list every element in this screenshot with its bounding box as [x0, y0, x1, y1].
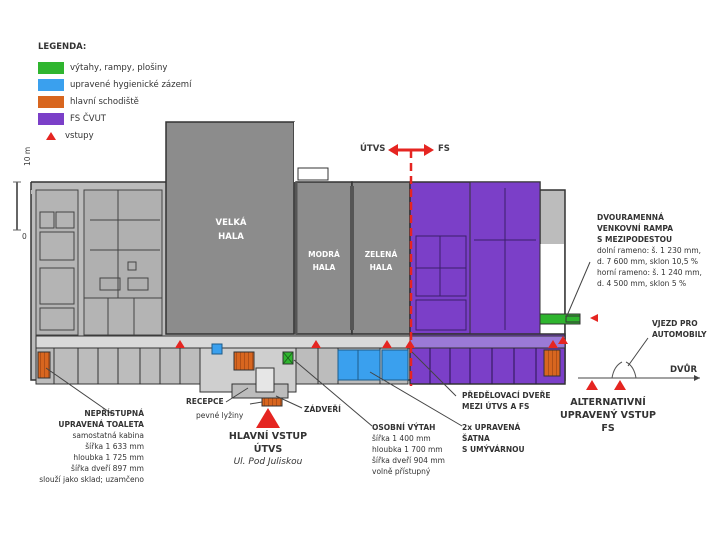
changing-line: 2x UPRAVENÁ [462, 423, 521, 432]
legend-label: vstupy [65, 131, 94, 141]
main-entry-marker [256, 408, 280, 428]
scale-bar [13, 181, 21, 231]
hygiene-room-1 [337, 349, 359, 381]
yard-label: DVŮR [670, 365, 698, 375]
orange-swatch-icon [38, 96, 64, 108]
scale-label-top: 10 m [23, 146, 32, 166]
ramp-title-line: DVOURAMENNÁ [597, 213, 664, 222]
lift-annotation: OSOBNÍ VÝTAH šířka 1 400 mm hloubka 1 70… [372, 422, 445, 477]
stairs-main [233, 351, 255, 371]
hall-label-line: HALA [218, 232, 244, 242]
rails-label: pevné lyžiny [196, 411, 244, 420]
car-entry-annotation: VJEZD PRO AUTOMOBILY [652, 318, 707, 340]
lift-detail-line: volně přístupný [372, 467, 431, 476]
alt-entry-line: UPRAVENÝ VSTUP [559, 410, 657, 421]
hygiene-room-3 [381, 349, 409, 381]
boundary-label-utvs: ÚTVS [360, 144, 386, 154]
lift-detail-line: šířka 1 400 mm [372, 434, 431, 443]
legend-item-fs: FS ČVUT [38, 112, 106, 126]
ramp-detail-line: horní rameno: š. 1 240 mm, [597, 268, 702, 277]
legend-label: výtahy, rampy, plošiny [70, 63, 168, 73]
green-swatch-icon [38, 62, 64, 74]
legend-item-hygiene: upravené hygienické zázemí [38, 78, 191, 92]
car-entry-gate [611, 361, 637, 379]
ramp-detail-line: d. 4 500 mm, sklon 5 % [597, 279, 687, 288]
main-entry-title-line: ÚTVS [253, 444, 283, 455]
alt-entry-line: FS [601, 423, 615, 434]
toilet-detail-line: samostatná kabina [72, 431, 144, 440]
legend-label: FS ČVUT [70, 114, 107, 124]
car-entry-line: VJEZD PRO [652, 319, 698, 328]
toilet-title-line: NEPŘÍSTUPNÁ [84, 409, 144, 418]
toilet-detail-line: hloubka 1 725 mm [73, 453, 144, 462]
hall-label-line: HALA [312, 263, 336, 272]
blue-swatch-icon [38, 79, 64, 91]
lift-detail-line: šířka dveří 904 mm [372, 456, 445, 465]
boundary-arrow [388, 144, 434, 156]
alt-entry-annotation: ALTERNATIVNÍ UPRAVENÝ VSTUP FS [556, 396, 660, 435]
modra-hala-label: MODRÁ HALA [300, 248, 348, 274]
hygiene-room-small [211, 343, 223, 355]
doors-line: PŘEDĚLOVACÍ DVEŘE [462, 391, 551, 400]
stairs-left [37, 351, 51, 379]
legend-item-stairs: hlavní schodiště [38, 95, 139, 109]
hall-label-line: HALA [369, 263, 393, 272]
legend-label: hlavní schodiště [70, 97, 139, 107]
legend-label: upravené hygienické zázemí [70, 80, 192, 90]
lift-detail-line: hloubka 1 700 mm [372, 445, 443, 454]
purple-swatch-icon [38, 113, 64, 125]
toilet-detail-line: šířka dveří 897 mm [71, 464, 144, 473]
left-office-block [35, 189, 163, 336]
vestibule-label: ZÁDVEŘÍ [304, 405, 341, 414]
boundary-label-fs: FS [438, 144, 450, 154]
legend-item-lifts: výtahy, rampy, plošiny [38, 61, 167, 75]
alt-entry-marker [586, 380, 598, 390]
velka-hala-label: VELKÁ HALA [206, 216, 256, 244]
legend-title: LEGENDA: [38, 42, 87, 52]
hall-label-line: ZELENÁ [364, 250, 398, 259]
toilet-detail-line: šířka 1 633 mm [85, 442, 144, 451]
lift-title: OSOBNÍ VÝTAH [372, 423, 436, 432]
scale-label-bottom: 0 [22, 232, 27, 241]
legend-item-entries: vstupy [38, 129, 94, 143]
car-entry-line: AUTOMOBILY [652, 330, 707, 339]
changing-rooms-annotation: 2x UPRAVENÁ ŠATNA S UMÝVÁRNOU [462, 422, 525, 455]
ramp-annotation: DVOURAMENNÁ VENKOVNÍ RAMPA S MEZIPODESTO… [597, 212, 702, 289]
fs-cvut-area [409, 181, 566, 385]
ramp-title-line: S MEZIPODESTOU [597, 235, 673, 244]
changing-line: S UMÝVÁRNOU [462, 445, 525, 454]
main-entry-annotation: HLAVNÍ VSTUP ÚTVS Ul. Pod Juliskou [220, 430, 316, 469]
zelena-hala-label: ZELENÁ HALA [356, 248, 406, 274]
red-triangle-icon [46, 132, 56, 140]
hall-label-line: MODRÁ [308, 250, 340, 259]
main-entry-street: Ul. Pod Juliskou [233, 457, 303, 467]
annotation-leaders [45, 261, 649, 427]
ramp-title-line: VENKOVNÍ RAMPA [597, 224, 673, 233]
stairs-right [543, 349, 561, 377]
velka-hala [165, 121, 295, 335]
outdoor-ramp [539, 313, 581, 325]
main-entry-title-line: HLAVNÍ VSTUP [228, 431, 308, 442]
doors-line: MEZI ÚTVS A FS [462, 402, 530, 411]
ramp-detail-line: dolní rameno: š. 1 230 mm, [597, 246, 702, 255]
entry-markers [175, 314, 626, 428]
toilet-detail-line: slouží jako sklad; uzamčeno [39, 475, 144, 484]
modra-hala [295, 181, 353, 335]
ramp-detail-line: d. 7 600 mm, sklon 10,5 % [597, 257, 699, 266]
toilet-title-line: UPRAVENÁ TOALETA [58, 420, 144, 429]
alt-entry-line: ALTERNATIVNÍ [570, 397, 646, 408]
toilet-annotation: NEPŘÍSTUPNÁ UPRAVENÁ TOALETA samostatná … [24, 408, 144, 485]
hall-label-line: VELKÁ [215, 218, 247, 228]
changing-line: ŠATNA [462, 434, 490, 443]
hygiene-room-2 [357, 349, 381, 381]
reception-label: RECEPCE [186, 397, 224, 406]
entrance-steps [261, 397, 283, 407]
doors-annotation: PŘEDĚLOVACÍ DVEŘE MEZI ÚTVS A FS [462, 390, 551, 412]
